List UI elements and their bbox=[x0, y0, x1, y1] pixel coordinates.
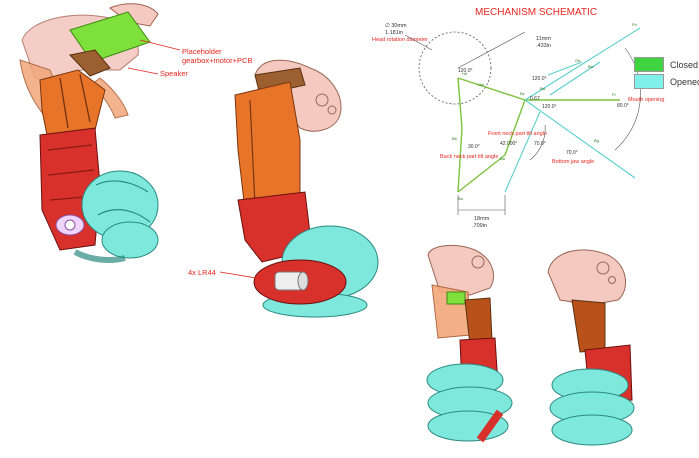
angle-30: 30.0° bbox=[468, 144, 480, 150]
legend-closed-swatch bbox=[634, 57, 664, 72]
angle-067: 0.67 bbox=[530, 96, 540, 102]
svg-text:Bz: Bz bbox=[520, 91, 525, 96]
angle-120-b: 120.0° bbox=[532, 76, 547, 82]
mechanism-schematic: MECHANISM SCHEMATIC ∅ 30mm 1.181in Head … bbox=[372, 7, 664, 229]
angle-70-b: 70.0° bbox=[566, 150, 578, 156]
angle-120-c: 120.0° bbox=[542, 104, 557, 110]
svg-text:Bb: Bb bbox=[452, 136, 458, 141]
dim-11mm: 11mm bbox=[536, 36, 551, 42]
svg-text:Gb: Gb bbox=[575, 58, 581, 63]
angle-42: 42.000° bbox=[500, 141, 517, 147]
callout-placeholder-line2: gearbox+motor+PCB bbox=[182, 56, 252, 65]
angle-120-a: 120.0° bbox=[458, 68, 473, 74]
svg-text:Fb: Fb bbox=[632, 22, 637, 27]
dim-18mm: 18mm bbox=[474, 216, 490, 222]
head-dim-label: Head rotation diameter bbox=[372, 37, 428, 43]
callout-speaker-label: Speaker bbox=[160, 69, 188, 78]
opened-state-view bbox=[426, 244, 513, 443]
closed-state-view bbox=[547, 249, 635, 446]
head-dim-value: ∅ 30mm bbox=[385, 22, 407, 29]
back-neck-label: Back neck part tilt angle bbox=[440, 154, 498, 160]
angle-80: 80.0° bbox=[617, 103, 629, 109]
dim-18mm-in: .709in bbox=[472, 223, 487, 229]
callout-speaker: Speaker bbox=[127, 67, 188, 78]
mouth-label: Mouth opening bbox=[628, 97, 664, 103]
legend-opened-swatch bbox=[634, 74, 664, 89]
svg-text:Ft: Ft bbox=[612, 92, 616, 97]
angle-70-a: 70.0° bbox=[534, 141, 546, 147]
side-section-view bbox=[19, 3, 159, 263]
svg-text:Bw: Bw bbox=[588, 64, 594, 69]
legend-opened-label: Opened bbox=[670, 76, 699, 87]
head-rotation-circle bbox=[418, 31, 492, 105]
svg-text:Hw: Hw bbox=[478, 82, 484, 87]
callout-placeholder-line1: Placeholder bbox=[182, 47, 222, 56]
front-neck-label: Front neck part tilt angle bbox=[488, 131, 547, 137]
callout-battery-label: 4x LR44 bbox=[188, 268, 216, 277]
assembled-view bbox=[234, 59, 379, 318]
schematic-title: MECHANISM SCHEMATIC bbox=[475, 7, 597, 18]
head-dim-value2: 1.181in bbox=[385, 30, 403, 36]
svg-text:Bw: Bw bbox=[540, 86, 546, 91]
dim-11mm-in: .433in bbox=[536, 43, 551, 49]
bottom-jaw-label: Bottom jaw angle bbox=[552, 159, 594, 165]
placeholder-gearbox bbox=[69, 11, 151, 63]
svg-text:Bg: Bg bbox=[594, 138, 599, 143]
svg-text:Hd: Hd bbox=[462, 71, 467, 76]
legend-closed: Closed bbox=[634, 57, 698, 72]
legend-opened: Opened bbox=[634, 74, 699, 89]
legend-closed-label: Closed bbox=[670, 59, 699, 70]
svg-text:Ba: Ba bbox=[500, 156, 506, 161]
callout-placeholder: Placeholder gearbox+motor+PCB bbox=[139, 39, 252, 65]
svg-text:Ba: Ba bbox=[458, 196, 464, 201]
callout-battery: 4x LR44 bbox=[188, 268, 269, 281]
